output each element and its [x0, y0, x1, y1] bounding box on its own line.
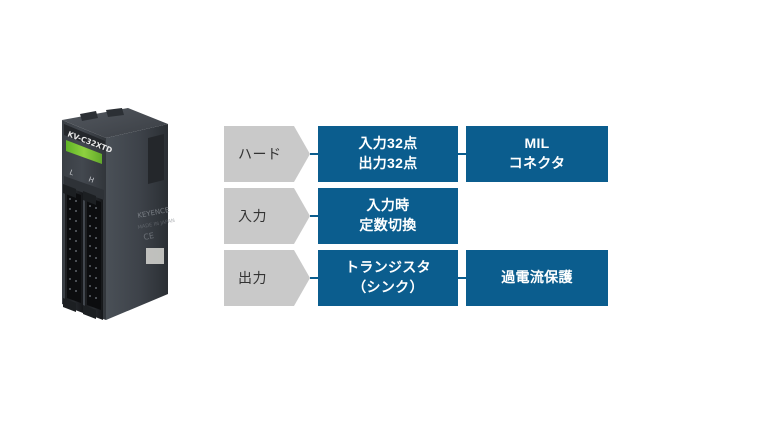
svg-text:L: L	[68, 168, 75, 177]
feature-box: トランジスタ （シンク）	[318, 250, 458, 306]
connector-line	[310, 277, 318, 279]
chevron-label: 入力	[238, 208, 267, 224]
feature-box-line: MIL	[524, 135, 550, 152]
diagram-row: 出力 トランジスタ （シンク） 過電流保護	[224, 250, 608, 306]
feature-box-line: 出力32点	[358, 155, 418, 171]
status-led-strip	[66, 140, 102, 164]
feature-box-line: トランジスタ	[345, 259, 431, 276]
feature-box-line: 入力時	[366, 197, 410, 214]
feature-diagram: ハード 入力32点 出力32点 MIL コネクタ 入力 入力時 定数切換	[224, 126, 608, 306]
svg-text:CE: CE	[143, 231, 155, 242]
diagram-row: 入力 入力時 定数切換	[224, 188, 608, 244]
chevron-label: ハード	[238, 146, 282, 162]
feature-box: 入力32点 出力32点	[318, 126, 458, 182]
svg-text:H: H	[87, 175, 95, 184]
mil-connector-l	[64, 176, 84, 313]
feature-box-line: 定数切換	[359, 217, 417, 233]
product-module-photo: KEYENCE MADE IN JAPAN CE KV-C32XTD L H	[50, 98, 186, 330]
module-top-face	[62, 108, 168, 138]
category-chevron-input: 入力	[224, 188, 310, 244]
feature-box: 入力時 定数切換	[318, 188, 458, 244]
connector-line	[310, 215, 318, 217]
feature-box: MIL コネクタ	[466, 126, 608, 182]
feature-box-line: 過電流保護	[501, 269, 573, 286]
connector-line	[458, 153, 466, 155]
connector-line	[458, 277, 466, 279]
feature-box: 過電流保護	[466, 250, 608, 306]
connector-latches	[63, 184, 96, 319]
connector-labels: L H	[68, 168, 95, 184]
module-side-face: KEYENCE MADE IN JAPAN CE	[106, 124, 176, 320]
feature-box-line: 入力32点	[358, 135, 418, 152]
connector-line	[310, 153, 318, 155]
feature-box-line: （シンク）	[352, 279, 424, 295]
diagram-row: ハード 入力32点 出力32点 MIL コネクタ	[224, 126, 608, 182]
chevron-label: 出力	[238, 270, 267, 286]
category-chevron-hardware: ハード	[224, 126, 310, 182]
mil-connector-h	[84, 183, 104, 320]
category-chevron-output: 出力	[224, 250, 310, 306]
feature-box-line: コネクタ	[508, 155, 566, 171]
